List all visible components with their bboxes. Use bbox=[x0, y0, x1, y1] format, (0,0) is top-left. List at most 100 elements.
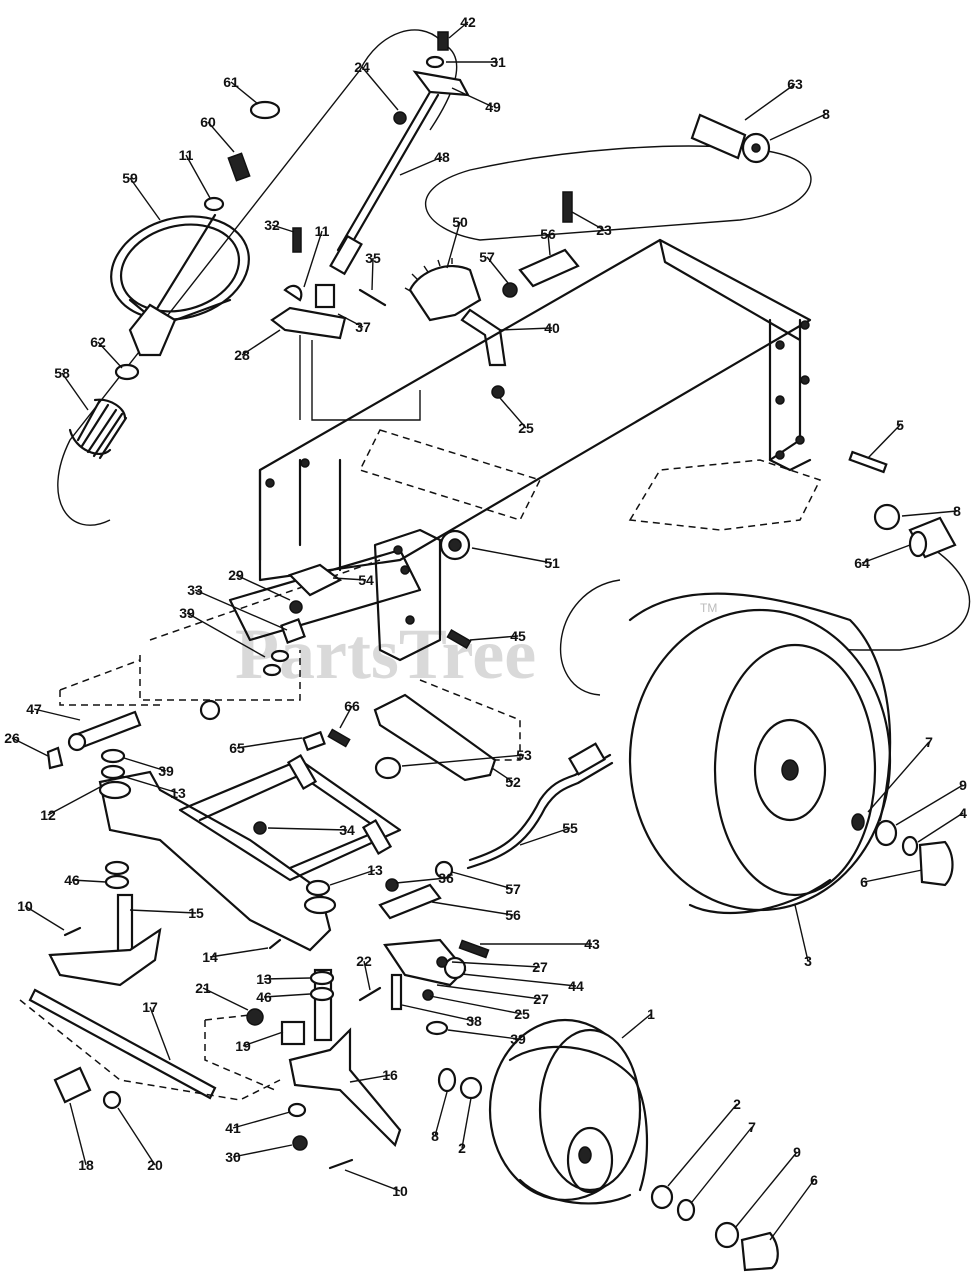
callout-number: 27 bbox=[532, 959, 548, 975]
leader-line bbox=[71, 879, 107, 883]
bushing-33 bbox=[280, 618, 306, 644]
nut-29 bbox=[289, 600, 303, 614]
pitman-arm-40 bbox=[460, 308, 507, 367]
bushing-13-mid bbox=[305, 879, 331, 897]
leader-line bbox=[434, 1091, 448, 1137]
callout-number: 29 bbox=[228, 567, 244, 583]
callout-number: 48 bbox=[434, 149, 450, 165]
callout-number: 8 bbox=[953, 503, 961, 519]
spacer-62 bbox=[114, 363, 140, 381]
callout-number: 54 bbox=[358, 572, 374, 588]
leader-line bbox=[769, 1179, 815, 1241]
clip-4-rear bbox=[901, 835, 919, 857]
callout-number: 13 bbox=[256, 971, 272, 987]
leader-line bbox=[129, 909, 197, 914]
callout-number: 1 bbox=[647, 1006, 655, 1022]
callout-number: 26 bbox=[4, 730, 20, 746]
callout-number: 34 bbox=[339, 822, 355, 838]
wheel-arc bbox=[559, 579, 621, 696]
callout-number: 35 bbox=[365, 250, 381, 266]
spindle-left bbox=[48, 927, 162, 987]
callout-number: 56 bbox=[540, 226, 556, 242]
washer-46-left bbox=[104, 874, 130, 890]
callout-number: 10 bbox=[392, 1183, 408, 1199]
leader-line bbox=[547, 233, 551, 256]
washer-39-axle bbox=[100, 748, 126, 764]
nut-24 bbox=[393, 111, 407, 125]
leader-line bbox=[499, 397, 527, 429]
callout-number: 58 bbox=[54, 365, 70, 381]
leader-line bbox=[794, 904, 809, 962]
washer-9-rear bbox=[874, 819, 898, 847]
callout-number: 52 bbox=[505, 774, 521, 790]
callout-number: 62 bbox=[90, 334, 106, 350]
nut-57-top bbox=[502, 282, 518, 298]
leader-line bbox=[451, 871, 514, 890]
bushing-63 bbox=[690, 113, 747, 160]
callout-number: 15 bbox=[188, 905, 204, 921]
leader-line bbox=[917, 812, 964, 843]
callout-number: 32 bbox=[264, 217, 280, 233]
leader-line bbox=[332, 577, 367, 581]
callout-number: 17 bbox=[142, 999, 158, 1015]
leader-line bbox=[69, 1102, 87, 1166]
leader-line bbox=[263, 977, 311, 980]
callout-number: 33 bbox=[187, 582, 203, 598]
leader-line bbox=[97, 341, 123, 369]
bolt-66 bbox=[327, 728, 351, 748]
callout-number: 43 bbox=[584, 936, 600, 952]
leader-line bbox=[242, 1031, 284, 1047]
hubcap-6-front bbox=[740, 1231, 779, 1272]
callout-number: 8 bbox=[431, 1128, 439, 1144]
leader-line bbox=[121, 775, 179, 794]
callout-number: 18 bbox=[78, 1157, 94, 1173]
callout-number: 42 bbox=[460, 14, 476, 30]
leader-line bbox=[47, 785, 103, 816]
callout-number: 3 bbox=[804, 953, 812, 969]
leader-line bbox=[436, 984, 542, 1000]
bushing-13-right bbox=[309, 970, 335, 986]
shaft-coupler bbox=[329, 234, 363, 276]
cotter-pin-22 bbox=[358, 986, 382, 1002]
leader-line bbox=[24, 905, 65, 931]
callout-number: 12 bbox=[40, 807, 56, 823]
callout-number: 19 bbox=[235, 1038, 251, 1054]
frame-dashed-lower bbox=[59, 559, 381, 706]
callout-number: 50 bbox=[452, 214, 468, 230]
callout-number: 38 bbox=[466, 1013, 482, 1029]
callout-number: 9 bbox=[793, 1144, 801, 1160]
bolt-23 bbox=[562, 191, 573, 223]
washer-31 bbox=[425, 55, 445, 69]
callout-number: 11 bbox=[179, 147, 194, 163]
callout-number: 20 bbox=[147, 1157, 163, 1173]
nut-30 bbox=[292, 1135, 308, 1151]
cotter-pin-10-left bbox=[63, 926, 82, 937]
callout-number: 66 bbox=[344, 698, 360, 714]
bushing-13-left bbox=[104, 860, 130, 876]
callout-number: 2 bbox=[458, 1140, 466, 1156]
hubcap-6-rear bbox=[918, 840, 954, 887]
boot-58 bbox=[76, 398, 128, 460]
leader-line bbox=[236, 737, 303, 749]
cotter-pin-14 bbox=[268, 938, 282, 950]
callout-number: 61 bbox=[223, 74, 239, 90]
wheel-washer bbox=[203, 196, 225, 212]
callout-number: 39 bbox=[158, 763, 174, 779]
bushing-37 bbox=[314, 283, 336, 309]
leader-line bbox=[399, 156, 443, 176]
callout-number: 46 bbox=[64, 872, 80, 888]
steering-wheel bbox=[110, 213, 250, 357]
axle-support bbox=[178, 758, 402, 882]
leader-line bbox=[33, 708, 81, 721]
leader-line bbox=[344, 1169, 401, 1192]
callout-number: 23 bbox=[596, 222, 612, 238]
leader-line bbox=[202, 987, 249, 1011]
leader-line bbox=[769, 113, 827, 141]
callout-number: 59 bbox=[122, 170, 138, 186]
leader-line bbox=[230, 81, 259, 105]
leader-line bbox=[734, 1151, 798, 1229]
ball-joint-56 bbox=[378, 883, 442, 920]
callout-number: 6 bbox=[810, 1172, 818, 1188]
nut-27-b bbox=[422, 989, 434, 1001]
